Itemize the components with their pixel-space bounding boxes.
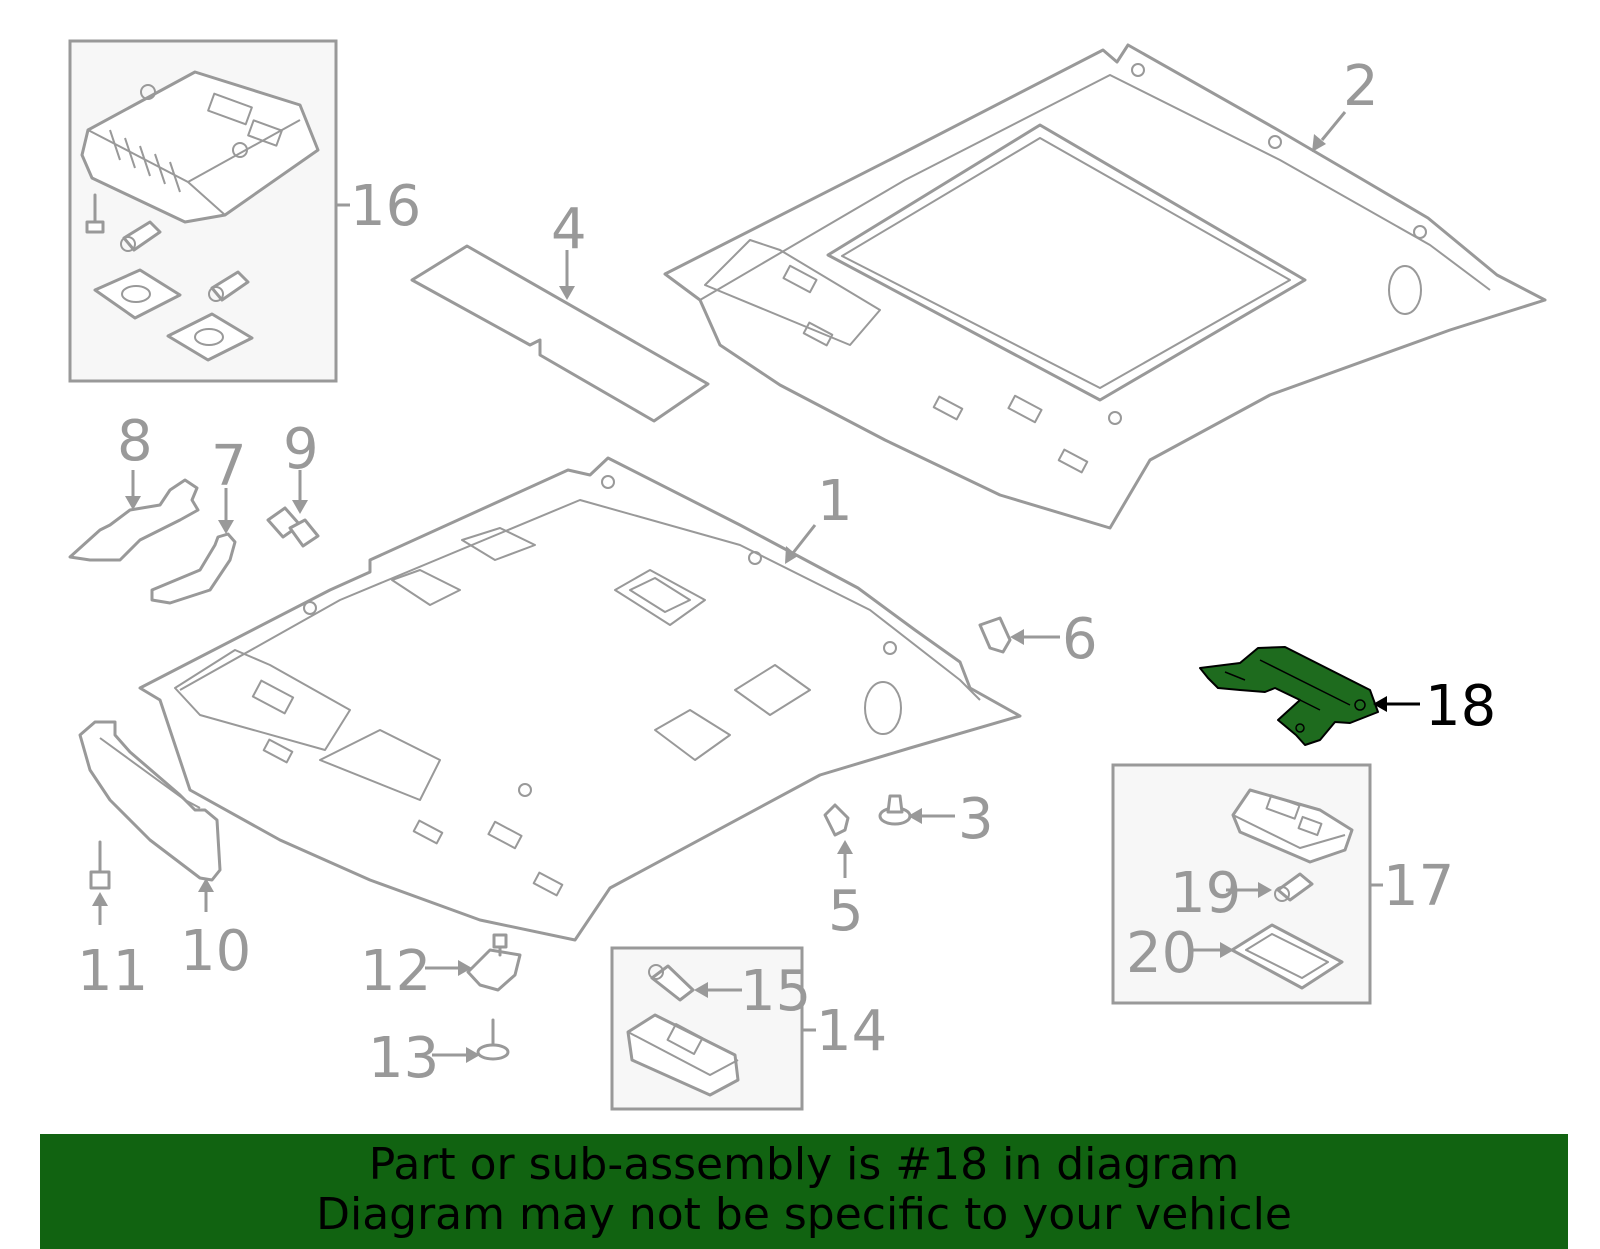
part-10-group: 10 [78, 720, 251, 984]
part-10-sunvisor[interactable] [78, 720, 222, 882]
part-12-bracket[interactable] [466, 933, 522, 992]
part-20-lens[interactable] [1230, 923, 1344, 990]
part-16-group: 16 [68, 39, 421, 383]
callout-7: 7 [211, 434, 247, 499]
part-15-bulb[interactable] [648, 964, 695, 1002]
footer-banner: Part or sub-assembly is #18 in diagram D… [40, 1134, 1568, 1249]
part-13-screw[interactable] [476, 1018, 510, 1061]
callout-3: 3 [958, 787, 994, 852]
callout-9: 9 [283, 417, 319, 482]
part-4-pad[interactable] [410, 244, 710, 423]
part-16-bulb-b[interactable] [208, 270, 250, 302]
callout-12: 12 [360, 939, 431, 1004]
callout-17: 17 [1383, 854, 1454, 919]
part-16-bulb-a[interactable] [120, 220, 162, 252]
part-16-lens-b[interactable] [166, 312, 254, 362]
callout-2: 2 [1343, 54, 1379, 119]
callout-14: 14 [816, 999, 887, 1064]
callout-1: 1 [817, 469, 853, 534]
callout-18: 18 [1425, 674, 1496, 739]
part-4-group: 4 [410, 197, 710, 423]
part-9-bolt[interactable] [266, 506, 320, 548]
part-18-group: 18 [1199, 646, 1496, 746]
callout-11: 11 [77, 939, 148, 1004]
callout-6: 6 [1062, 607, 1098, 672]
callout-5: 5 [828, 879, 864, 944]
callout-19: 19 [1170, 861, 1241, 926]
part-9-group: 9 [266, 417, 320, 548]
footer-line-2: Diagram may not be specific to your vehi… [316, 1189, 1292, 1240]
footer-line-1: Part or sub-assembly is #18 in diagram [368, 1139, 1240, 1190]
callout-16: 16 [350, 174, 421, 239]
part-7-group: 7 [150, 434, 247, 605]
callout-10: 10 [180, 919, 251, 984]
part-19-bulb[interactable] [1274, 872, 1314, 902]
part-5-clip[interactable] [823, 803, 850, 837]
callout-15: 15 [740, 959, 811, 1024]
callout-20: 20 [1126, 921, 1197, 986]
part-2-headliner[interactable] [663, 43, 1547, 530]
part-6-group: 6 [978, 607, 1098, 672]
part-17-group: 19 20 17 [1111, 763, 1454, 1005]
part-3-pushpin[interactable] [878, 794, 912, 826]
part-11-group: 11 [77, 840, 148, 1004]
part-14-lamp[interactable] [626, 1013, 740, 1097]
part-11-screw[interactable] [89, 840, 111, 890]
part-12-group: 12 [360, 933, 522, 1004]
part-14-group: 15 14 [610, 946, 887, 1111]
part-13-group: 13 [368, 1018, 510, 1091]
part-16-lens-a[interactable] [93, 268, 182, 320]
part-2-group: 2 [663, 43, 1547, 530]
part-1-headliner[interactable] [138, 456, 1022, 942]
callout-13: 13 [368, 1026, 439, 1091]
part-17-lamp[interactable] [1231, 788, 1354, 864]
part-8-bracket[interactable] [68, 478, 200, 562]
part-1-group: 1 [138, 456, 1022, 942]
part-6-clip[interactable] [978, 616, 1012, 654]
part-8-group: 8 [68, 409, 200, 562]
part-16-dome-lamp[interactable] [80, 70, 320, 224]
callout-8: 8 [117, 409, 153, 474]
part-5-group: 5 [823, 803, 864, 944]
part-16-screw[interactable] [85, 193, 105, 234]
part-7-grip[interactable] [150, 532, 237, 605]
part-18-bracket[interactable] [1199, 646, 1379, 746]
part-3-group: 3 [878, 787, 994, 852]
callout-4: 4 [551, 197, 587, 262]
